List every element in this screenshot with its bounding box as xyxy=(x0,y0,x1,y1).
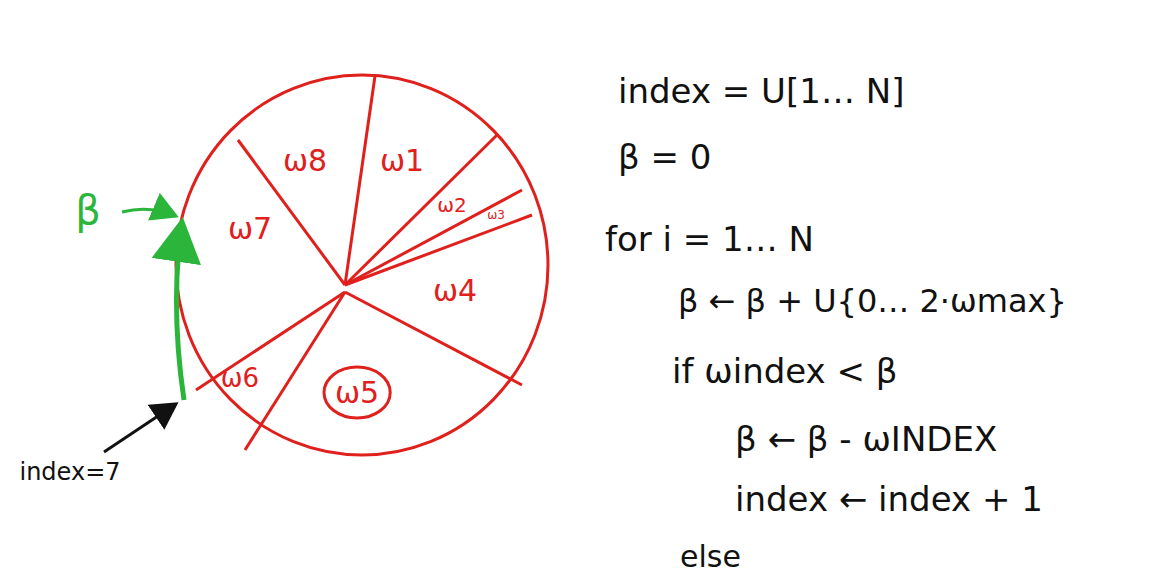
code-line: if ωindex < β xyxy=(672,353,898,390)
code-line: index = U[1… N] xyxy=(618,73,904,110)
segment-label: ω4 xyxy=(433,274,477,307)
segment-label: ω1 xyxy=(380,144,424,177)
code-line: index ← index + 1 xyxy=(735,481,1043,518)
beta-label: β xyxy=(75,188,101,232)
segment-label: ω3 xyxy=(487,209,505,222)
code-line: β ← β - ωINDEX xyxy=(735,421,997,458)
beta-arc xyxy=(176,222,184,400)
index-label: index=7 xyxy=(19,459,120,485)
code-line: else xyxy=(680,540,741,573)
code-line: β ← β + U{0… 2·ωmax} xyxy=(678,284,1067,319)
segment-label: ω2 xyxy=(437,194,466,216)
code-line: for i = 1… N xyxy=(605,221,814,258)
segment-label: ω7 xyxy=(228,212,272,245)
code-line: β = 0 xyxy=(618,139,711,176)
wheel-spokes xyxy=(196,76,532,450)
index-pointer xyxy=(104,404,176,452)
wheel-outline xyxy=(176,75,548,455)
segment-label: ω8 xyxy=(283,144,327,177)
circled-weight: ω5 xyxy=(322,365,392,420)
segment-label: ω5 xyxy=(335,376,379,409)
segment-label: ω6 xyxy=(221,364,259,393)
beta-pointer xyxy=(122,209,176,216)
